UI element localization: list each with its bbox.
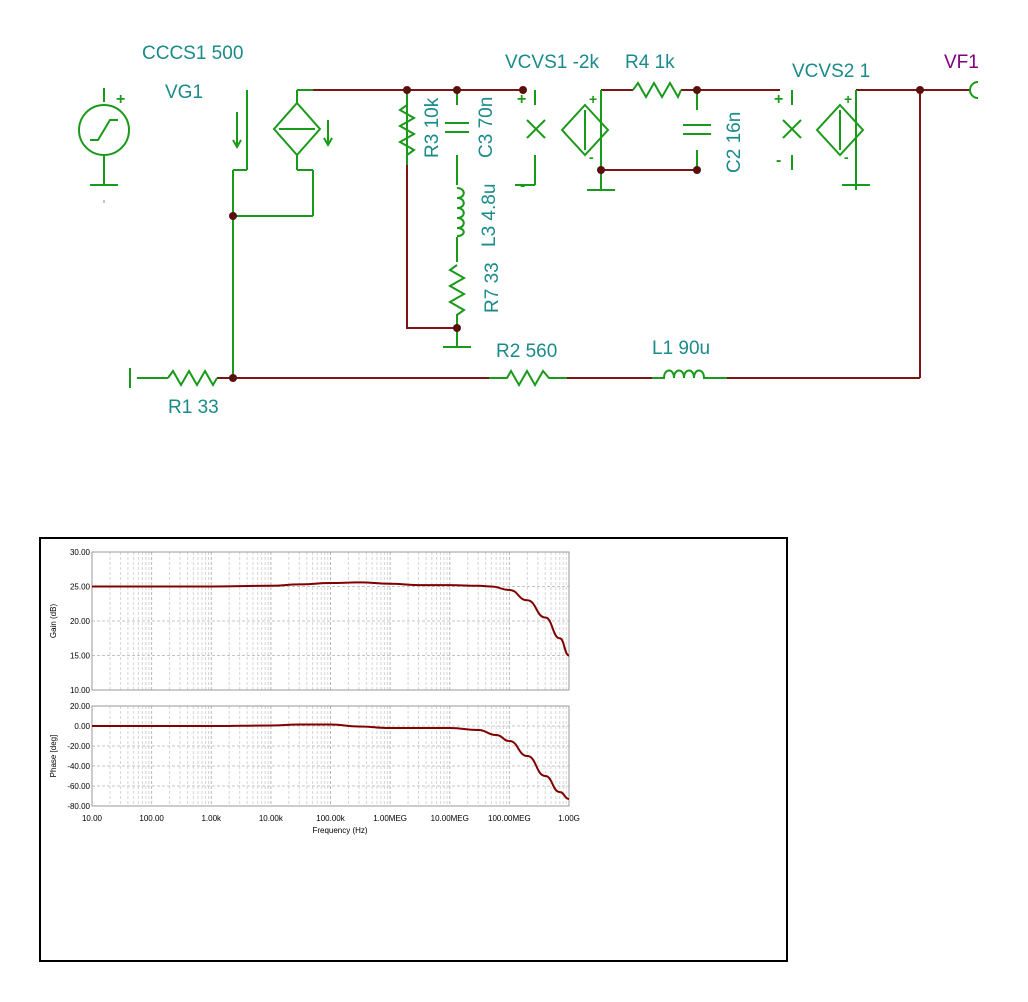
x-tick-label: 1.00MEG (373, 814, 407, 823)
vg1-step-source[interactable]: + (78, 91, 130, 203)
phase-axis-title: Phase [deg] (49, 735, 58, 778)
l3-inductor[interactable] (448, 185, 466, 237)
x-tick-label: 10.00 (82, 814, 103, 823)
vg1-symbol (78, 104, 130, 156)
node-dot (693, 166, 701, 174)
c2-capacitor[interactable] (683, 110, 711, 150)
circuit-schematic: + (78, 43, 979, 418)
y-tick-label: 30.00 (70, 548, 91, 557)
node-dot (597, 166, 605, 174)
gain-y-tick-labels: 30.00 25.00 20.00 15.00 10.00 (70, 548, 91, 695)
label-r7: R7 33 (482, 262, 503, 313)
y-tick-label: -80.00 (67, 802, 90, 811)
y-tick-label: 20.00 (70, 617, 91, 626)
label-vcvs1: VCVS1 -2k (505, 52, 599, 73)
gain-grid (91, 551, 569, 691)
x-tick-label: 10.00k (259, 814, 284, 823)
diamond-source-icon (272, 101, 322, 157)
c3-capacitor[interactable] (445, 105, 469, 155)
x-tick-label: 1.00G (558, 814, 580, 823)
vcvs1-source[interactable]: + - + - (517, 91, 615, 194)
r3-resistor[interactable] (397, 104, 417, 156)
diamond-source-icon (815, 103, 865, 157)
gain-series-line (92, 581, 570, 657)
node-dot (229, 212, 237, 220)
x-tick-label: 100.00MEG (488, 814, 531, 823)
svg-text:+: + (589, 91, 597, 107)
node-dot (693, 86, 701, 94)
phase-plot-area (91, 705, 570, 807)
node-dot (916, 86, 924, 94)
label-r4: R4 1k (625, 52, 675, 73)
x-tick-label: 100.00 (139, 814, 164, 823)
y-tick-label: 25.00 (70, 583, 91, 592)
wires (217, 89, 970, 379)
svg-text:-: - (589, 149, 594, 165)
label-vf1: VF1 (944, 52, 979, 73)
l1-inductor[interactable] (652, 369, 727, 379)
junction-dots (229, 86, 924, 382)
gain-plot: 30.00 25.00 20.00 15.00 10.00 Gain (dB) (49, 548, 570, 695)
wire-r3-bottom (406, 165, 457, 329)
gain-plot-area (91, 551, 570, 691)
svg-text:+: + (844, 91, 852, 107)
node-dot (453, 86, 461, 94)
label-l1: L1 90u (652, 338, 710, 359)
label-r1: R1 33 (168, 397, 219, 418)
node-dot (229, 374, 237, 382)
step-icon (90, 119, 118, 141)
label-r3: R3 10k (422, 97, 443, 158)
label-vcvs2: VCVS2 1 (792, 61, 870, 82)
y-tick-label: -40.00 (67, 762, 90, 771)
label-l3: L3 4.8u (479, 184, 500, 247)
phase-y-tick-labels: 20.00 0.00 -20.00 -40.00 -60.00 -80.00 (67, 702, 90, 811)
r2-resistor[interactable] (489, 368, 567, 388)
cccs1-source[interactable] (232, 101, 333, 157)
y-tick-label: -20.00 (67, 742, 90, 751)
gain-axis-title: Gain (dB) (49, 604, 58, 639)
y-tick-label: -60.00 (67, 782, 90, 791)
phase-series-line (91, 723, 570, 800)
frequency-axis-title: Frequency (Hz) (312, 826, 367, 835)
frequency-tick-labels: 10.00 100.00 1.00k 10.00k 100.00k 1.00MEG 10.0… (82, 814, 580, 823)
r4-resistor[interactable] (632, 80, 682, 100)
label-vg1: VG1 (165, 82, 203, 103)
svg-text:-: - (844, 149, 849, 165)
label-c3: C3 70n (476, 97, 497, 158)
r7-resistor[interactable] (447, 262, 467, 316)
x-tick-label: 100.00k (316, 814, 345, 823)
node-dot (519, 86, 527, 94)
svg-text:-: - (776, 152, 781, 169)
y-tick-label: 15.00 (70, 652, 91, 661)
vg1-plus-sign: + (116, 91, 125, 108)
vcvs2-source[interactable]: + - + - (774, 91, 870, 186)
svg-text:-: - (520, 177, 525, 194)
x-tick-label: 1.00k (201, 814, 222, 823)
diamond-source-icon (560, 103, 610, 157)
r1-resistor[interactable] (129, 368, 218, 388)
svg-text:+: + (774, 91, 783, 108)
label-r2: R2 560 (496, 341, 557, 362)
y-tick-label: 20.00 (70, 702, 91, 711)
label-c2: C2 16n (724, 112, 745, 173)
node-dot (453, 324, 461, 332)
y-tick-label: 10.00 (70, 686, 91, 695)
vf1-output-probe[interactable] (969, 81, 979, 99)
y-tick-label: 0.00 (74, 722, 90, 731)
plot-frame (39, 537, 788, 962)
svg-text:+: + (517, 91, 526, 108)
node-dot (403, 86, 411, 94)
label-cccs1: CCCS1 500 (142, 43, 243, 64)
x-tick-label: 10.00MEG (431, 814, 469, 823)
phase-grid (91, 705, 569, 807)
